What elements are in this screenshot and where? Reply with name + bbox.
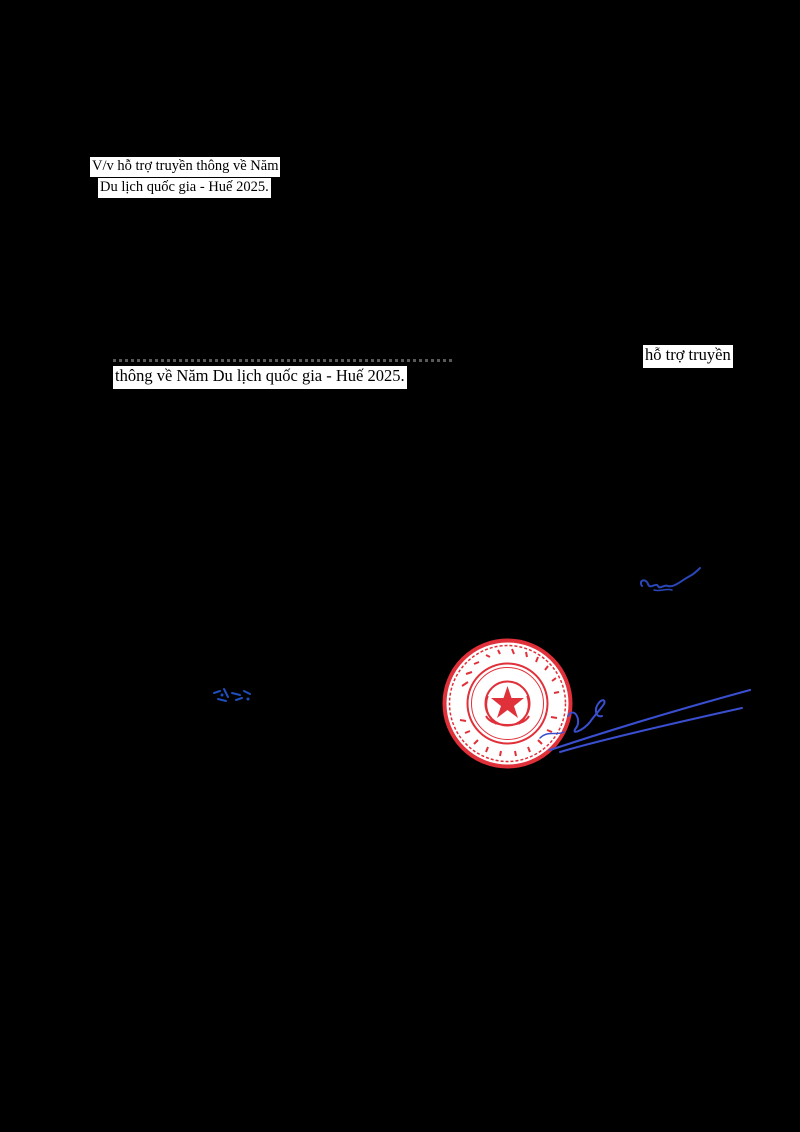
ink-mark-icon: [213, 688, 251, 702]
scan-artifact: [113, 359, 453, 362]
initial-signature-icon: [639, 567, 701, 592]
body-text-line-2: thông về Năm Du lịch quốc gia - Huế 2025…: [113, 366, 407, 389]
body-text-line-1: hỗ trợ truyền: [643, 345, 733, 368]
subject-line-2: Du lịch quốc gia - Huế 2025.: [98, 178, 271, 198]
signature-icon: [539, 688, 752, 753]
subject-line-1: V/v hỗ trợ truyền thông về Năm: [90, 157, 281, 177]
official-seal-icon: [442, 638, 573, 769]
